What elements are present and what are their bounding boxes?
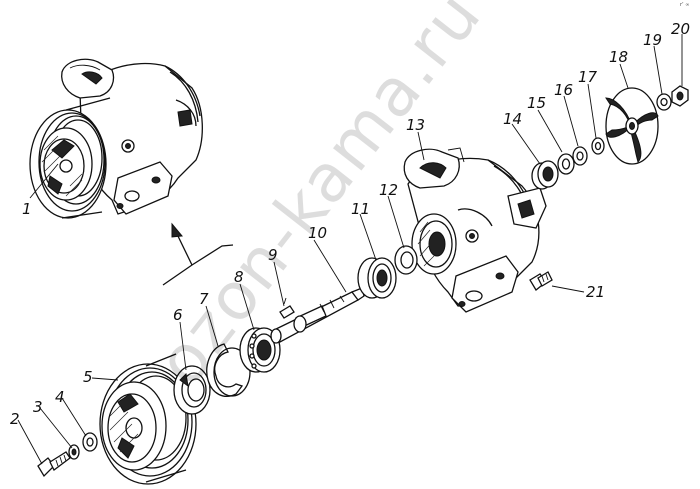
callout-19: 19	[643, 31, 662, 49]
part-drain-plug	[529, 271, 553, 291]
callout-5: 5	[83, 368, 93, 386]
callout-15: 15	[527, 94, 546, 112]
part-impeller-washer	[656, 93, 672, 111]
part-lock-washer	[68, 444, 80, 460]
part-snap-ring	[206, 343, 251, 397]
part-rear-bearing	[357, 257, 397, 299]
callout-2: 2	[10, 410, 20, 428]
callout-3: 3	[33, 398, 43, 416]
part-seal-ring	[394, 245, 418, 275]
callout-16: 16	[554, 81, 573, 99]
part-bolt	[37, 451, 71, 478]
callout-12: 12	[379, 181, 398, 199]
part-nut	[671, 85, 689, 107]
part-thrust-ring	[557, 153, 575, 175]
assembled-pump	[29, 58, 203, 219]
callout-4: 4	[55, 388, 65, 406]
callout-9: 9	[268, 246, 278, 264]
pump-housing	[403, 147, 547, 313]
part-impeller	[605, 87, 659, 165]
callout-17: 17	[578, 68, 598, 86]
part-small-ring	[591, 137, 605, 155]
callout-7: 7	[199, 290, 209, 308]
callout-20: 20	[671, 20, 690, 38]
callout-18: 18	[609, 48, 628, 66]
assembly-arrow	[162, 222, 234, 286]
callout-labels: 1 2 3 4 5 6 7 8 9 10 11 12 13 14 15 16 1…	[10, 20, 690, 428]
part-shaft	[270, 287, 365, 344]
leader-lines	[17, 34, 683, 465]
callout-13: 13	[406, 116, 425, 134]
corner-mark: r’ ∞	[680, 2, 689, 8]
part-flat-washer	[82, 432, 98, 452]
part-pulley	[99, 353, 197, 485]
callout-1: 1	[22, 200, 32, 218]
callout-6: 6	[173, 306, 183, 324]
part-key	[279, 297, 295, 319]
part-washer	[572, 146, 588, 166]
part-seal-assembly	[531, 160, 559, 190]
callout-10: 10	[308, 224, 327, 242]
callout-21: 21	[586, 283, 605, 301]
callout-8: 8	[234, 268, 244, 286]
part-hub	[173, 365, 211, 415]
callout-14: 14	[503, 110, 522, 128]
callout-11: 11	[351, 200, 370, 218]
